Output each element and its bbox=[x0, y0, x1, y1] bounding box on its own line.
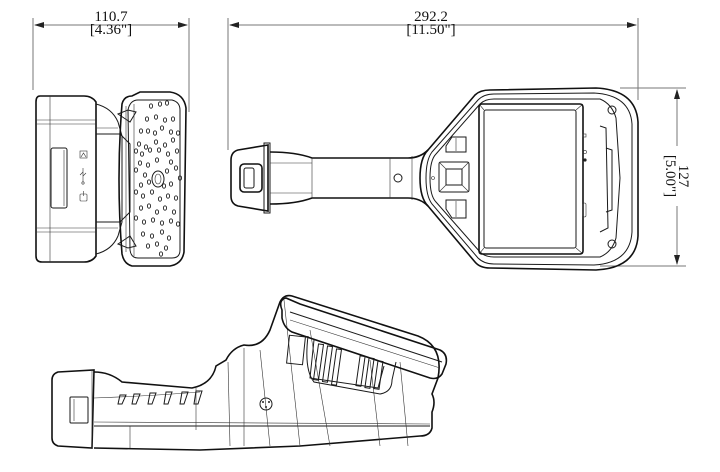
indicator-dot-icon bbox=[583, 158, 587, 162]
dimension-length-mm: 292.2 bbox=[414, 9, 448, 25]
mount-hole-icon bbox=[607, 239, 617, 249]
indicator-bar-icon bbox=[582, 202, 587, 218]
mic-icon bbox=[431, 176, 435, 180]
image-icon bbox=[79, 150, 88, 159]
side-view-left bbox=[35, 91, 187, 267]
dimension-width-inch: [4.36"] bbox=[89, 22, 133, 38]
screw-icon bbox=[259, 397, 273, 411]
power-icon bbox=[79, 191, 88, 202]
control-pad bbox=[438, 136, 470, 219]
mount-hole-icon bbox=[607, 105, 617, 115]
indicator-square-icon bbox=[582, 133, 587, 138]
dimension-width bbox=[32, 18, 190, 112]
dimension-length-label: 292.2 [11.50"] bbox=[400, 9, 462, 38]
tripod-mount-icon bbox=[151, 170, 165, 188]
screen bbox=[478, 103, 584, 255]
dimension-height-inch: [5.00"] bbox=[662, 154, 678, 198]
dimension-length bbox=[227, 18, 639, 150]
dimension-width-label: 110.7 [4.36"] bbox=[80, 9, 142, 38]
dimension-height-label: 127 [5.00"] bbox=[662, 146, 691, 206]
side-vents bbox=[306, 335, 397, 395]
speaker-holes bbox=[133, 100, 183, 257]
grip-ribs bbox=[117, 390, 203, 405]
screw-hole-icon bbox=[393, 173, 403, 183]
dimension-length-inch: [11.50"] bbox=[406, 22, 456, 38]
top-view bbox=[230, 87, 639, 271]
dimension-width-mm: 110.7 bbox=[94, 9, 128, 25]
usb-icon bbox=[79, 168, 87, 185]
side-view-profile bbox=[51, 294, 448, 451]
indicator-light-icon bbox=[583, 150, 587, 154]
